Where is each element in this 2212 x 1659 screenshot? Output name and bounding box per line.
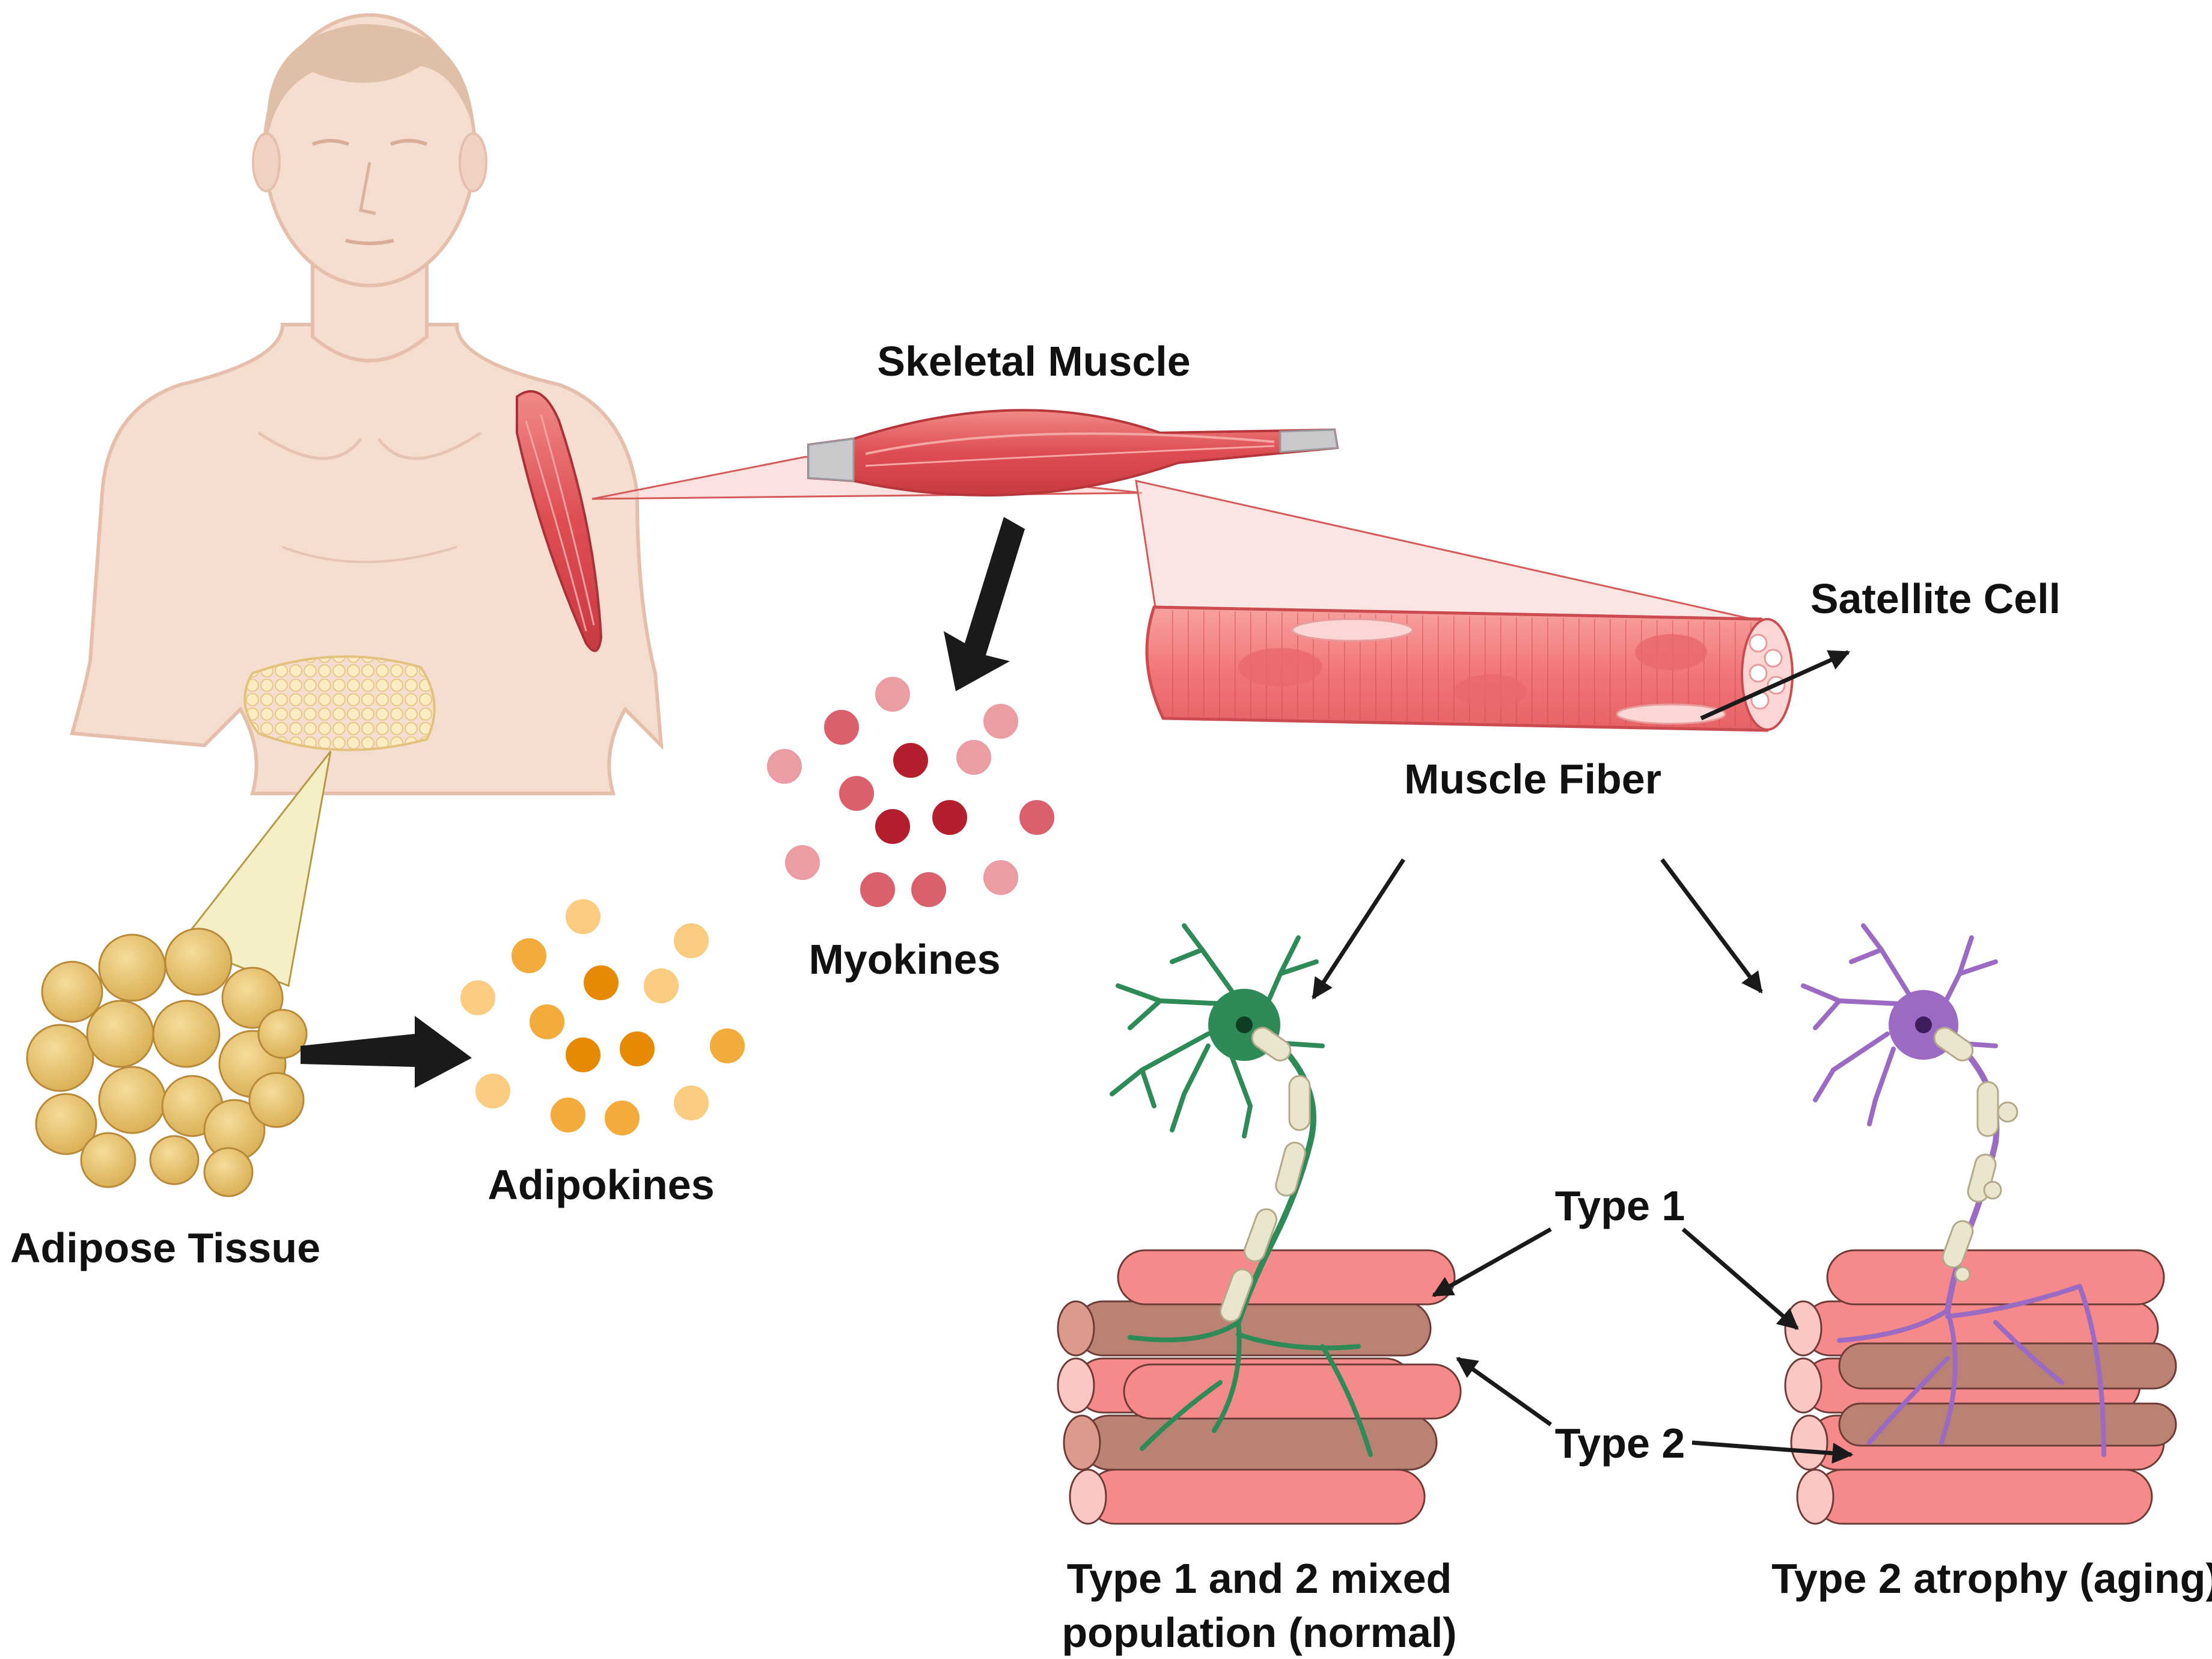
myokines-cluster bbox=[766, 676, 1056, 908]
type1-arrow-normal bbox=[1431, 1227, 1552, 1298]
purple-neuron-nucleus bbox=[1915, 1016, 1932, 1033]
fiber-to-normal-arrow bbox=[1312, 858, 1405, 1000]
type2-arrow-aging bbox=[1691, 1440, 1854, 1464]
skeletal-muscle-label: Skeletal Muscle bbox=[877, 338, 1190, 385]
muscle-to-myokines-arrow bbox=[944, 517, 1025, 691]
type2-arrow-normal bbox=[1456, 1357, 1553, 1426]
atrophy-label: Type 2 atrophy (aging) bbox=[1771, 1555, 2212, 1602]
adipose-to-adipokines-arrow bbox=[301, 1016, 472, 1088]
zoom-cone-adipose bbox=[179, 751, 332, 988]
muscle-fiber-label: Muscle Fiber bbox=[1404, 756, 1661, 802]
green-neuron-myelin bbox=[1219, 1027, 1311, 1322]
normal-fiber-bundle bbox=[1057, 1249, 1462, 1525]
adipose-tissue-label: Adipose Tissue bbox=[10, 1224, 320, 1271]
adipokines-label: Adipokines bbox=[487, 1161, 714, 1208]
human-figure bbox=[70, 13, 664, 795]
satellite-cell-arrow bbox=[1700, 650, 1851, 721]
adipokines-cluster bbox=[459, 898, 746, 1137]
mixed-population-label-line2: population (normal) bbox=[1062, 1609, 1456, 1656]
type1-arrow-aging bbox=[1681, 1227, 1799, 1330]
aging-fiber-bundle bbox=[1784, 1249, 2177, 1525]
mixed-population-label-line1: Type 1 and 2 mixed bbox=[1067, 1555, 1452, 1602]
green-neuron-nucleus bbox=[1236, 1016, 1253, 1033]
zoom-cone-fiber bbox=[1135, 480, 1780, 626]
type2-label: Type 2 bbox=[1555, 1420, 1685, 1467]
skeletal-muscle bbox=[807, 409, 1339, 496]
myokines-label: Myokines bbox=[809, 936, 1001, 983]
adipose-tissue bbox=[26, 927, 308, 1197]
fiber-to-aging-arrow bbox=[1660, 858, 1763, 994]
muscle-fiber bbox=[1145, 605, 1794, 732]
type1-label: Type 1 bbox=[1555, 1182, 1685, 1229]
purple-neuron-myelin bbox=[1933, 1027, 2018, 1283]
satellite-cell-label: Satellite Cell bbox=[1810, 575, 2061, 622]
